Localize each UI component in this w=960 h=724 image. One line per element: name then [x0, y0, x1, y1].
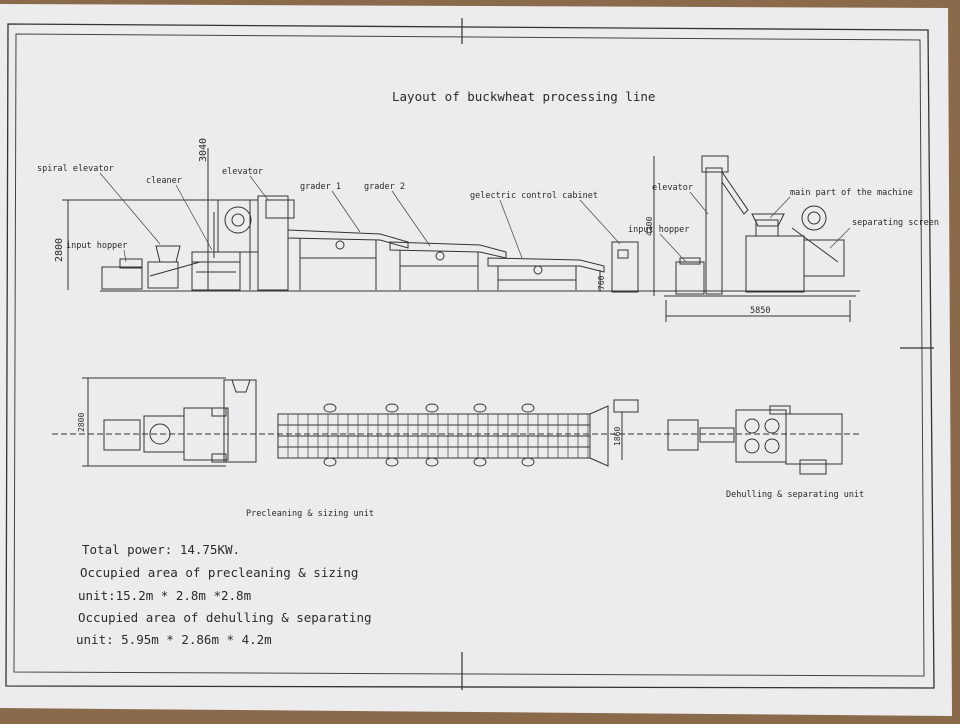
roller — [473, 403, 487, 413]
leader-lines — [99, 172, 851, 263]
dim-plan-1860: 1860 — [613, 427, 622, 446]
label-elevator-left: elevator — [222, 167, 263, 177]
label-main-part: main part of the machine — [790, 188, 913, 198]
elevation-view — [62, 148, 860, 293]
dim-760: 760 — [597, 275, 606, 290]
grader-3 — [487, 257, 605, 290]
roller — [425, 457, 439, 467]
label-control-cabinet: gelectric control cabinet — [470, 191, 598, 201]
roller — [425, 403, 439, 413]
plan-separator — [785, 413, 843, 465]
caption-dehulling: Dehulling & separating unit — [726, 490, 864, 500]
grader-1 — [287, 229, 409, 290]
dim-5850: 5850 — [750, 306, 770, 316]
paper — [0, 4, 952, 716]
roller — [323, 403, 337, 413]
separating-screen — [803, 239, 845, 277]
note-dehulling-area: Occupied area of dehulling & separating — [78, 610, 372, 625]
plan-cleaner — [183, 407, 229, 461]
cleaner — [191, 251, 241, 291]
note-dehulling-size: unit: 5.95m * 2.86m * 4.2m — [76, 632, 272, 647]
caption-precleaning: Precleaning & sizing unit — [246, 509, 374, 519]
note-precleaning-area: Occupied area of precleaning & sizing — [80, 565, 359, 580]
label-input-hopper-left: input hopper — [66, 241, 127, 251]
inner-frame — [13, 33, 925, 677]
roller — [521, 403, 535, 413]
note-precleaning-size: unit:15.2m * 2.8m *2.8m — [78, 588, 252, 603]
dim-2800: 2800 — [54, 238, 65, 262]
label-grader-2: grader 2 — [364, 182, 405, 192]
roller — [323, 457, 337, 467]
label-spiral-elevator: spiral elevator — [37, 164, 114, 174]
label-elevator-right: elevator — [652, 183, 693, 193]
dim-plan-2800: 2800 — [77, 413, 86, 432]
dim-3040: 3040 — [198, 138, 209, 162]
label-input-hopper-right: input hopper — [628, 225, 689, 235]
label-cleaner: cleaner — [146, 176, 182, 186]
roller — [385, 457, 399, 467]
elevator-right — [705, 167, 723, 295]
roller — [473, 457, 487, 467]
control-cabinet — [611, 241, 639, 293]
input-hopper-right — [675, 261, 705, 295]
drawing-title: Layout of buckwheat processing line — [392, 89, 655, 104]
plan-input-hopper — [103, 419, 141, 451]
note-total-power: Total power: 14.75KW. — [82, 542, 241, 557]
dim-right-height: 4200 — [645, 217, 654, 236]
plan-rollers — [323, 403, 535, 467]
label-separating-screen: separating screen — [852, 218, 939, 228]
roller — [521, 457, 535, 467]
label-grader-1: grader 1 — [300, 182, 341, 192]
outer-frame — [5, 23, 935, 689]
input-hopper-left — [101, 266, 143, 290]
plan-grader-cells — [287, 414, 589, 458]
plan-dehuller-hopper — [667, 419, 699, 451]
roller — [385, 403, 399, 413]
